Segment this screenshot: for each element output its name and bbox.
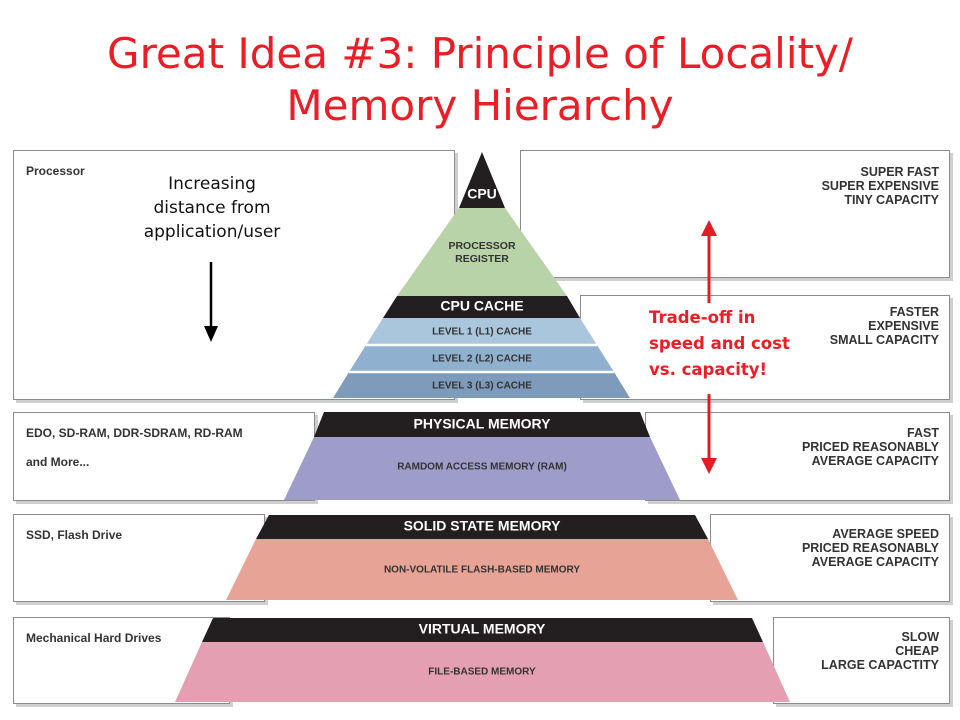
left-panel-label: EDO, SD-RAM, DDR-SDRAM, RD-RAM: [26, 426, 243, 440]
l2-cache-block: [349, 345, 614, 372]
slide-title: Great Idea #3: Principle of Locality/ Me…: [0, 28, 960, 132]
solid-state-memory-label: SOLID STATE MEMORY: [404, 518, 562, 534]
left-panel-label: Processor: [26, 164, 85, 178]
cpu-header-band: [459, 152, 505, 208]
l3-cache-block: [333, 372, 630, 398]
physical-memory-label: PHYSICAL MEMORY: [414, 416, 552, 432]
virtual-memory-header-band: [202, 618, 763, 642]
file-based-memory-block: [175, 642, 790, 702]
left-panel-ram-types: EDO, SD-RAM, DDR-SDRAM, RD-RAM and More.…: [13, 412, 315, 501]
distance-annotation: Increasing distance from application/use…: [143, 174, 281, 242]
cpu-cache-header-band: [383, 296, 580, 318]
left-panel-label: Mechanical Hard Drives: [26, 631, 162, 645]
l1-cache-label: LEVEL 1 (L1) CACHE: [432, 327, 532, 338]
l2-cache-label: LEVEL 2 (L2) CACHE: [432, 354, 532, 365]
solid-state-memory-header-band: [256, 515, 708, 539]
left-panel-label: and More...: [26, 455, 90, 469]
tradeoff-annotation: Trade-off in speed and cost vs. capacity…: [649, 308, 790, 379]
physical-memory-header-band: [314, 412, 650, 437]
cpu-cache-label: CPU CACHE: [440, 298, 523, 314]
processor-register-block: [397, 208, 567, 296]
left-panel-ssd: SSD, Flash Drive: [13, 514, 265, 602]
distance-arrow-head: [204, 326, 218, 342]
register-label-line-2: REGISTER: [455, 253, 509, 265]
title-line-2: Memory Hierarchy: [286, 81, 674, 130]
register-label-line-1: PROCESSOR: [448, 240, 516, 252]
l1-cache-block: [366, 318, 597, 345]
l3-cache-label: LEVEL 3 (L3) CACHE: [432, 381, 532, 392]
left-panel-label: SSD, Flash Drive: [26, 528, 123, 542]
ram-label: RAMDOM ACCESS MEMORY (RAM): [397, 462, 567, 473]
file-based-memory-label: FILE-BASED MEMORY: [428, 667, 536, 678]
ram-block: [284, 437, 680, 500]
flash-memory-block: [226, 539, 738, 600]
title-line-1: Great Idea #3: Principle of Locality/: [107, 29, 853, 78]
flash-memory-label: NON-VOLATILE FLASH-BASED MEMORY: [384, 565, 580, 576]
tradeoff-arrow-up-head: [701, 220, 717, 236]
virtual-memory-label: VIRTUAL MEMORY: [419, 621, 546, 637]
cpu-label: CPU: [467, 186, 497, 202]
tradeoff-arrow-down-head: [701, 458, 717, 474]
